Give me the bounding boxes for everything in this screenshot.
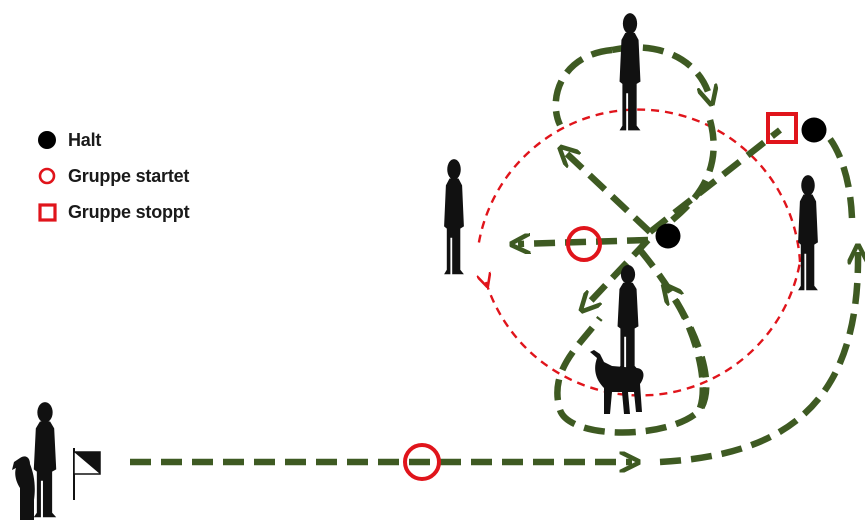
green-path-network <box>130 44 858 466</box>
person-icon-center <box>617 265 639 371</box>
path-center-to-top-left <box>565 152 653 235</box>
start-dog-icon <box>12 456 35 520</box>
person-icon-right <box>798 175 818 291</box>
legend-row-group-stop: Gruppe stoppt <box>38 194 190 230</box>
legend: Halt Gruppe startet Gruppe stoppt <box>38 122 190 230</box>
legend-label-halt: Halt <box>68 129 102 150</box>
path-right-top-arc <box>817 125 856 219</box>
flag-icon <box>73 448 101 500</box>
person-icon-left <box>444 159 464 275</box>
start-circle-icon <box>403 443 441 481</box>
halt-dot-icon <box>801 117 827 143</box>
path-bottom-loop-up <box>668 290 707 410</box>
halt-dot-icon <box>655 223 681 249</box>
path-top-loop-down <box>667 119 717 225</box>
legend-row-halt: Halt <box>38 122 189 158</box>
halt-dot-icon <box>38 129 68 151</box>
start-circle-icon <box>566 226 602 262</box>
red-dashed-circle <box>478 108 802 397</box>
legend-label-group-start: Gruppe startet <box>68 165 190 186</box>
person-icon-top <box>619 13 641 131</box>
legend-row-group-start: Gruppe startet <box>38 158 189 194</box>
dog-icon <box>590 350 644 414</box>
path-center-left <box>518 240 649 244</box>
path-top-loop-left <box>552 46 613 127</box>
legend-label-group-stop: Gruppe stoppt <box>68 201 190 222</box>
path-center-to-stop <box>647 127 783 235</box>
stop-square-icon <box>766 112 798 144</box>
path-center-down-left <box>586 237 651 306</box>
handler-person-icon <box>33 402 57 518</box>
path-right-curve <box>659 252 858 466</box>
stop-square-icon <box>38 201 68 223</box>
start-circle-icon <box>38 165 68 187</box>
